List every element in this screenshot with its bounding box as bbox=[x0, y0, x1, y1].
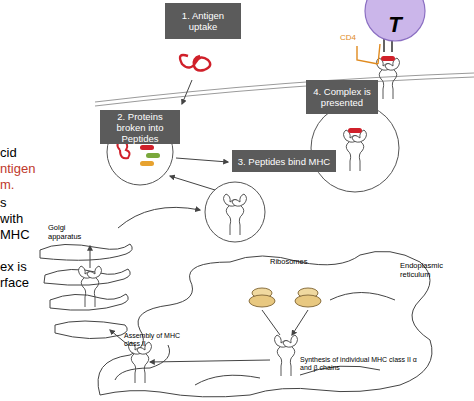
pathway-arrow bbox=[170, 176, 215, 190]
process-label: Assembly of MHC class II bbox=[124, 332, 186, 348]
peptide bbox=[381, 56, 395, 61]
pathway-arrow bbox=[262, 310, 308, 335]
step-box: 1. Antigen uptake bbox=[165, 3, 241, 39]
organelle-label: Endoplasmic reticulum bbox=[400, 262, 462, 279]
peptide bbox=[140, 161, 154, 166]
er-fold bbox=[115, 293, 395, 386]
vesicle bbox=[311, 104, 399, 192]
transport-vesicle bbox=[205, 182, 265, 242]
organelle-label: Golgi apparatus bbox=[48, 224, 94, 241]
organelle-label: Ribosomes bbox=[270, 258, 330, 267]
ribosome bbox=[249, 288, 321, 307]
mhc-molecule bbox=[377, 58, 400, 99]
node-text: 3. Peptides bind MHC bbox=[238, 156, 330, 167]
cropped-text: ex is bbox=[0, 260, 60, 275]
cropped-text: ntigen bbox=[0, 162, 60, 177]
t-cell: T bbox=[364, 0, 426, 42]
golgi-apparatus bbox=[40, 244, 132, 339]
mhc-molecule bbox=[129, 342, 152, 383]
pathway-arrow bbox=[118, 207, 200, 228]
peptide bbox=[140, 145, 154, 150]
step-box: 2. Proteins broken into Peptides bbox=[100, 110, 180, 144]
peptide bbox=[348, 128, 362, 133]
step-box: 4. Complex is presented bbox=[306, 80, 378, 114]
pathway-arrow bbox=[90, 246, 91, 268]
cell-membrane bbox=[95, 77, 474, 106]
node-text: 1. Antigen uptake bbox=[169, 10, 237, 32]
cell-body bbox=[365, 0, 425, 41]
step-box: 3. Peptides bind MHC bbox=[232, 150, 336, 172]
uptake-arrow bbox=[182, 80, 192, 104]
cropped-text: m. bbox=[0, 178, 60, 193]
cd4-molecule bbox=[357, 44, 380, 64]
node-text: 2. Proteins broken into Peptides bbox=[104, 111, 176, 144]
mhc-molecule bbox=[224, 194, 247, 235]
molecule-label: CD4 bbox=[340, 33, 370, 42]
mhc-molecule bbox=[344, 130, 367, 171]
pathway-arrow bbox=[176, 158, 228, 162]
endoplasmic-reticulum bbox=[98, 251, 432, 397]
pathway-arrow bbox=[150, 360, 270, 362]
antigen bbox=[180, 55, 210, 71]
cropped-text: s bbox=[0, 196, 60, 211]
mhc-molecule bbox=[79, 266, 102, 307]
cropped-text: cid bbox=[0, 146, 60, 161]
cropped-text: rface bbox=[0, 276, 60, 291]
process-label: Synthesis of individual MHC class II α a… bbox=[300, 356, 422, 372]
peptide bbox=[146, 153, 160, 158]
node-text: T bbox=[388, 12, 401, 38]
mhc-molecule bbox=[275, 335, 298, 376]
node-text: 4. Complex is presented bbox=[310, 86, 374, 108]
